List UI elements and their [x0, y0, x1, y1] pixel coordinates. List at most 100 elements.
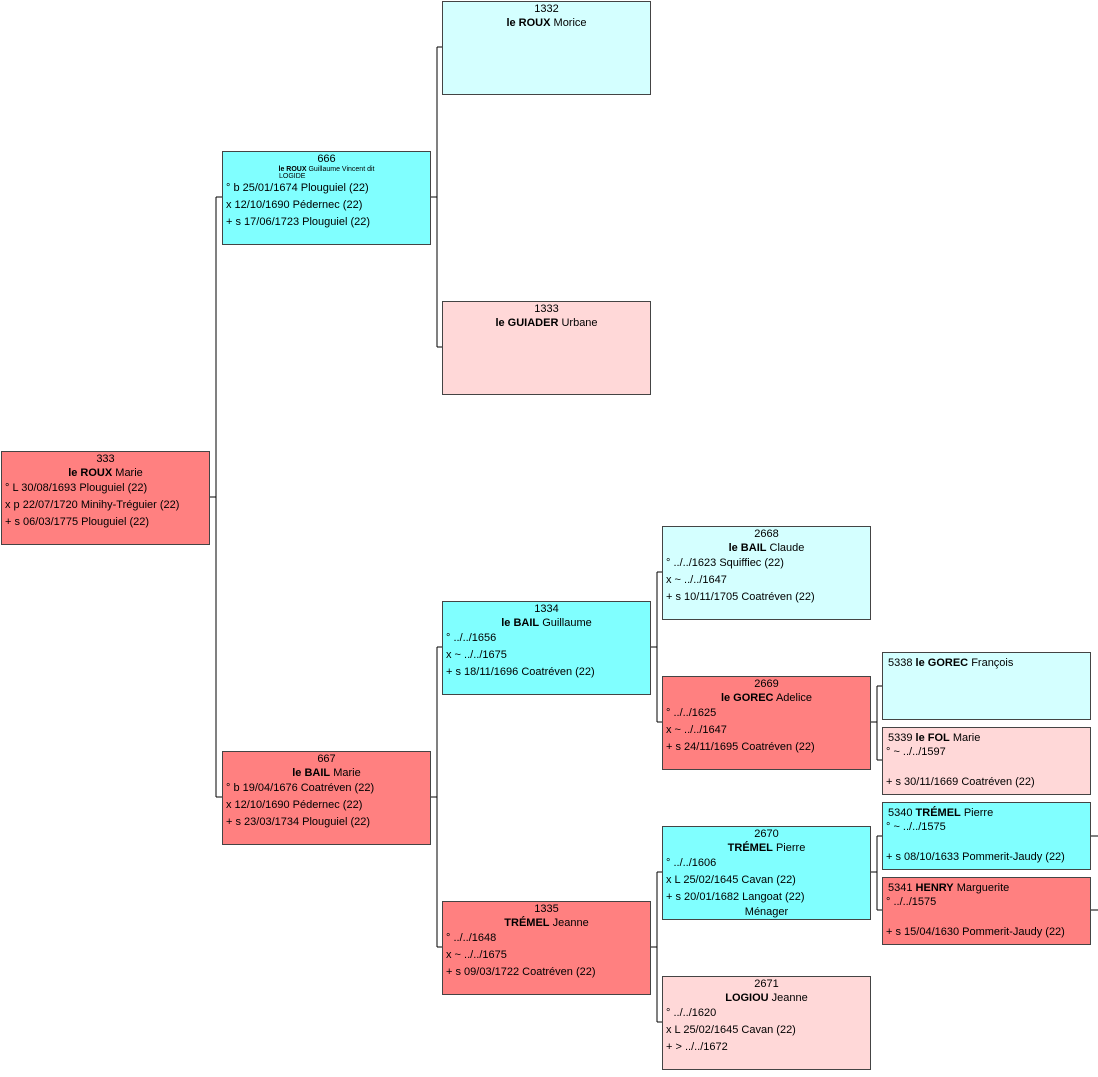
birth-event: ° ../../1648 [446, 932, 497, 944]
marriage-event: x ~ ../../1675 [446, 949, 507, 961]
death-event: + s 23/03/1734 Plouguiel (22) [226, 816, 371, 828]
person-box-333[interactable]: 333 le ROUX Marie ° L 30/08/1693 Plougui… [1, 451, 210, 545]
given-name: Guillaume Vincent dit [308, 166, 375, 173]
given-name: Marie [952, 732, 981, 744]
surname: TRÉMEL [727, 842, 773, 854]
surname: LOGIOU [725, 992, 769, 1004]
marriage-event: x 12/10/1690 Pédernec (22) [226, 799, 363, 811]
person-header: 5341 HENRY Marguerite [883, 881, 1090, 895]
given-name: Jeanne [771, 992, 808, 1004]
given-name: Pierre [775, 842, 806, 854]
marriage-event: x ~ ../../1647 [666, 724, 727, 736]
given-name: Marie [115, 467, 143, 479]
death-event: + s 20/01/1682 Langoat (22) [666, 891, 805, 903]
marriage-event: x 12/10/1690 Pédernec (22) [226, 199, 363, 211]
given-name: Guillaume [542, 617, 592, 629]
sosa-number: 2670 [754, 828, 779, 840]
person-box-2671[interactable]: 2671 LOGIOU Jeanne ° ../../1620 x L 25/0… [662, 976, 871, 1070]
sosa-number: 5341 [888, 882, 913, 894]
surname: le BAIL [292, 767, 331, 779]
person-name: le BAIL Claude [663, 541, 870, 555]
marriage-event: x p 22/07/1720 Minihy-Tréguier (22) [5, 499, 180, 511]
marriage-event: x ~ ../../1647 [666, 574, 727, 586]
given-name: Claude [769, 542, 805, 554]
death-event: + s 10/11/1705 Coatréven (22) [666, 591, 815, 603]
sosa-number: 1334 [534, 603, 559, 615]
birth-event: ° ~ ../../1575 [886, 821, 946, 833]
surname: HENRY [915, 882, 954, 894]
given-name: Adelice [775, 692, 813, 704]
birth-event: ° ../../1620 [666, 1007, 717, 1019]
person-box-1333[interactable]: 1333 le GUIADER Urbane [442, 301, 651, 395]
birth-event: ° ../../1575 [886, 896, 937, 908]
person-box-2670[interactable]: 2670 TRÉMEL Pierre ° ../../1606 x L 25/0… [662, 826, 871, 920]
birth-event: ° b 19/04/1676 Coatréven (22) [226, 782, 375, 794]
person-box-1335[interactable]: 1335 TRÉMEL Jeanne ° ../../1648 x ~ ../.… [442, 901, 651, 995]
death-event: + s 17/06/1723 Plouguiel (22) [226, 216, 371, 228]
sosa-number: 667 [317, 753, 336, 765]
birth-event: ° ../../1625 [666, 707, 717, 719]
person-box-1334[interactable]: 1334 le BAIL Guillaume ° ../../1656 x ~ … [442, 601, 651, 695]
death-event: + s 09/03/1722 Coatréven (22) [446, 966, 596, 978]
person-name: le ROUX Guillaume Vincent dit [223, 166, 430, 173]
surname: le BAIL [728, 542, 767, 554]
sosa-number: 1335 [534, 903, 559, 915]
surname: TRÉMEL [504, 917, 550, 929]
sosa-number: 1333 [534, 303, 559, 315]
marriage-event: x ~ ../../1675 [446, 649, 507, 661]
person-name: TRÉMEL Jeanne [443, 916, 650, 930]
person-header: 5339 le FOL Marie [883, 731, 1090, 745]
birth-event: ° L 30/08/1693 Plouguiel (22) [5, 482, 148, 494]
given-name: Morice [553, 17, 587, 29]
birth-event: ° ~ ../../1597 [886, 746, 946, 758]
person-name: le BAIL Marie [223, 766, 430, 780]
death-event: + s 24/11/1695 Coatréven (22) [666, 741, 815, 753]
surname: TRÉMEL [915, 807, 961, 819]
surname: le GOREC [720, 692, 774, 704]
person-box-2669[interactable]: 2669 le GOREC Adelice ° ../../1625 x ~ .… [662, 676, 871, 770]
sosa-number: 2668 [754, 528, 779, 540]
marriage-event: x L 25/02/1645 Cavan (22) [666, 1024, 796, 1036]
marriage-event: x L 25/02/1645 Cavan (22) [666, 874, 796, 886]
person-box-5338[interactable]: 5338 le GOREC François [882, 652, 1091, 720]
person-name: le GUIADER Urbane [443, 316, 650, 330]
sosa-number: 666 [317, 153, 336, 165]
surname: le ROUX [278, 166, 307, 173]
given-name: Marguerite [956, 882, 1010, 894]
surname: le ROUX [506, 17, 551, 29]
person-box-666[interactable]: 666 le ROUX Guillaume Vincent dit LOGIDE… [222, 151, 431, 245]
given-name: François [971, 657, 1014, 669]
given-name: Urbane [561, 317, 598, 329]
surname: le FOL [915, 732, 950, 744]
birth-event: ° b 25/01/1674 Plouguiel (22) [226, 182, 369, 194]
sosa-number: 333 [96, 453, 115, 465]
person-header: 5340 TRÉMEL Pierre [883, 806, 1090, 820]
person-header: 5338 le GOREC François [883, 656, 1090, 670]
person-box-2668[interactable]: 2668 le BAIL Claude ° ../../1623 Squiffi… [662, 526, 871, 620]
person-name: le BAIL Guillaume [443, 616, 650, 630]
surname: le GUIADER [495, 317, 559, 329]
sosa-number: 1332 [534, 3, 559, 15]
person-box-667[interactable]: 667 le BAIL Marie ° b 19/04/1676 Coatrév… [222, 751, 431, 845]
birth-event: ° ../../1623 Squiffiec (22) [666, 557, 784, 569]
person-name: LOGIOU Jeanne [663, 991, 870, 1005]
person-box-1332[interactable]: 1332 le ROUX Morice [442, 1, 651, 95]
person-box-5340[interactable]: 5340 TRÉMEL Pierre ° ~ ../../1575 + s 08… [882, 802, 1091, 870]
sosa-number: 5339 [888, 732, 913, 744]
birth-event: ° ../../1606 [666, 857, 717, 869]
person-name: le GOREC Adelice [663, 691, 870, 705]
death-event: + > ../../1672 [666, 1041, 728, 1053]
given-name: Pierre [963, 807, 994, 819]
death-event: + s 30/11/1669 Coatréven (22) [886, 776, 1035, 788]
person-name: le ROUX Morice [443, 16, 650, 30]
sosa-number: 2671 [754, 978, 779, 990]
sosa-number: 5340 [888, 807, 913, 819]
death-event: + s 08/10/1633 Pommerit-Jaudy (22) [886, 851, 1065, 863]
person-box-5341[interactable]: 5341 HENRY Marguerite ° ../../1575 + s 1… [882, 877, 1091, 945]
surname: le GOREC [915, 657, 969, 669]
nickname: LOGIDE [279, 173, 306, 180]
person-box-5339[interactable]: 5339 le FOL Marie ° ~ ../../1597 + s 30/… [882, 727, 1091, 795]
death-event: + s 15/04/1630 Pommerit-Jaudy (22) [886, 926, 1065, 938]
given-name: Jeanne [552, 917, 589, 929]
death-event: + s 18/11/1696 Coatréven (22) [446, 666, 595, 678]
